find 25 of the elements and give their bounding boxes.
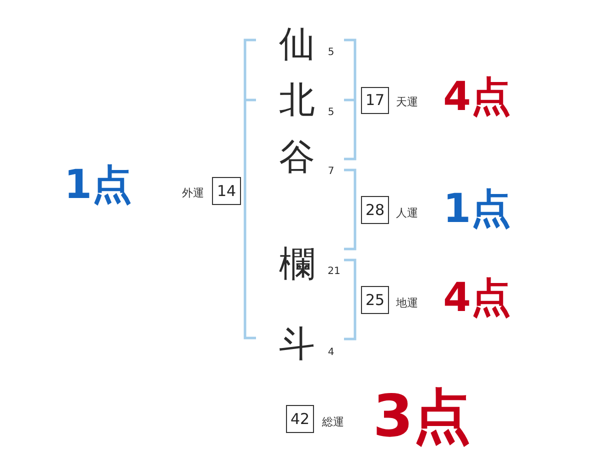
fortune-label: 人運 [396, 208, 418, 218]
number-box: 25 [361, 286, 389, 314]
name-character: 仙 [279, 27, 315, 63]
fortune-label: 総運 [322, 416, 344, 428]
stroke-count: 7 [328, 167, 334, 177]
stroke-count: 5 [328, 108, 334, 118]
fortune-label: 地運 [396, 298, 418, 308]
name-character: 谷 [279, 140, 315, 176]
score-text: 1点 [64, 165, 132, 205]
number-box: 42 [286, 405, 314, 433]
score-text: 4点 [443, 278, 511, 318]
fortune-label: 天運 [396, 96, 418, 108]
number-box: 17 [361, 87, 389, 114]
score-text: 1点 [443, 189, 511, 229]
number-box: 28 [361, 196, 389, 224]
score-text: 4点 [443, 77, 511, 117]
name-character: 北 [279, 83, 315, 119]
score-text: 3点 [372, 387, 472, 445]
number-box: 14 [212, 177, 241, 205]
stroke-count: 5 [328, 48, 334, 58]
stroke-count: 21 [328, 267, 340, 277]
name-character: 欄 [279, 247, 315, 283]
fortune-label: 外運 [182, 188, 204, 198]
stroke-count: 4 [328, 348, 334, 358]
name-character: 斗 [279, 327, 315, 363]
